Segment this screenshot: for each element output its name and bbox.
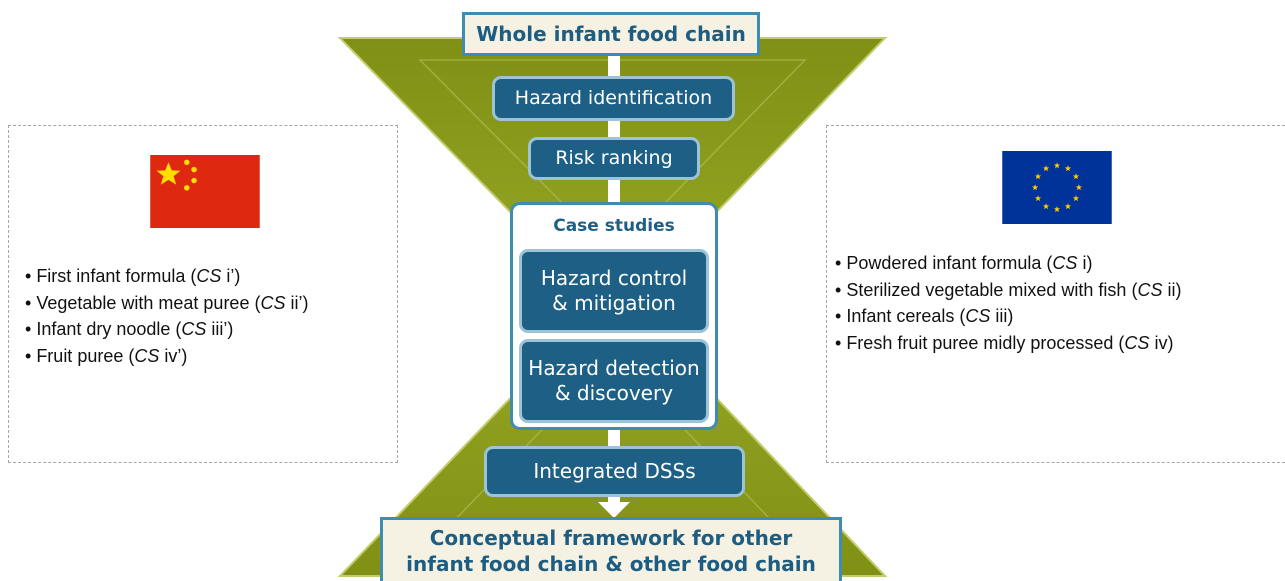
china-panel: First infant formula (CS i’) Vegetable w… — [8, 125, 398, 463]
hazard-detection-step: Hazard detection & discovery — [519, 339, 709, 423]
eu-star-icon — [1064, 165, 1072, 172]
eu-star-icon — [1075, 184, 1083, 191]
case-studies-title: Case studies — [553, 216, 675, 236]
eu-case-list: Powdered infant formula (CS i) Sterilize… — [835, 250, 1181, 356]
list-item: Infant dry noodle (CS iii’) — [25, 316, 308, 343]
hazard-identification-step: Hazard identification — [492, 76, 735, 121]
eu-star-icon — [1034, 195, 1042, 202]
eu-star-icon — [1034, 173, 1042, 180]
connector-top — [608, 56, 620, 78]
eu-star-icon — [1064, 203, 1072, 210]
eu-star-icon — [1072, 173, 1080, 180]
eu-star-icon — [1072, 195, 1080, 202]
integrated-dss-step: Integrated DSSs — [484, 446, 745, 497]
eu-star-icon — [1042, 165, 1050, 172]
connector-ranking-case — [608, 178, 620, 204]
connector-identification-ranking — [608, 119, 620, 139]
hazard-control-step: Hazard control & mitigation — [519, 249, 709, 333]
eu-star-icon — [1053, 162, 1061, 169]
arrow-down-icon — [598, 502, 630, 518]
list-item: Vegetable with meat puree (CS ii’) — [25, 290, 308, 317]
connector-integrated-bottom — [608, 496, 620, 504]
conceptual-framework-box: Conceptual framework for other infant fo… — [380, 517, 842, 581]
eu-star-icon — [1053, 206, 1061, 213]
risk-ranking-step: Risk ranking — [528, 137, 700, 180]
eu-panel: Powdered infant formula (CS i) Sterilize… — [826, 125, 1285, 463]
list-item: Fruit puree (CS iv’) — [25, 343, 308, 370]
list-item: Sterilized vegetable mixed with fish (CS… — [835, 277, 1181, 304]
list-item: First infant formula (CS i’) — [25, 263, 308, 290]
connector-case-integrated — [608, 428, 620, 448]
china-flag-icon — [150, 155, 260, 228]
list-item: Infant cereals (CS iii) — [835, 303, 1181, 330]
whole-food-chain-box: Whole infant food chain — [462, 12, 760, 56]
eu-flag-icon — [1002, 151, 1112, 224]
list-item: Fresh fruit puree midly processed (CS iv… — [835, 330, 1181, 357]
eu-star-icon — [1042, 203, 1050, 210]
list-item: Powdered infant formula (CS i) — [835, 250, 1181, 277]
china-case-list: First infant formula (CS i’) Vegetable w… — [25, 263, 308, 369]
eu-star-icon — [1031, 184, 1039, 191]
